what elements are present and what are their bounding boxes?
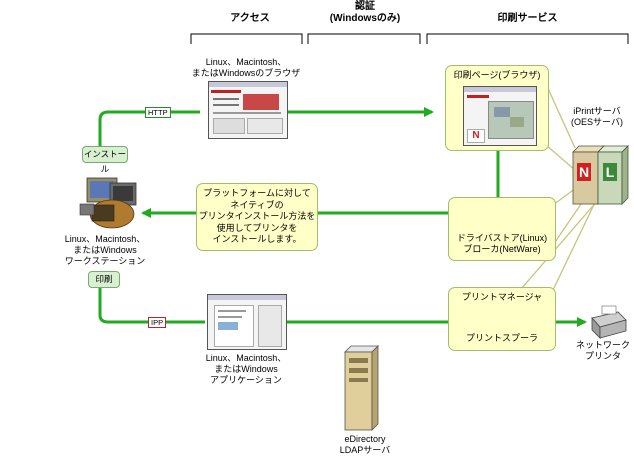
workstation-icon — [79, 177, 137, 229]
browser-screenshot — [208, 81, 288, 139]
instruction-box: プラットフォームに対して ネイティブの プリンタインストール方法を 使用してプリ… — [196, 183, 318, 251]
network-printer-icon — [591, 305, 627, 339]
instruction-text: プラットフォームに対して ネイティブの プリンタインストール方法を 使用してプリ… — [198, 188, 316, 244]
print-pill: 印刷 — [88, 271, 120, 288]
iprint-server-icon: N L — [572, 145, 629, 205]
print-manager-box: プリントマネージャ プリントスプーラ — [448, 287, 556, 351]
iprint-server-label: iPrintサーバ (OESサーバ) — [571, 106, 623, 127]
bracket-print-services — [426, 33, 629, 44]
svg-text:N: N — [579, 164, 589, 180]
print-manager-title: プリントマネージャ — [461, 292, 543, 302]
install-pill: インストール — [82, 146, 128, 174]
http-tag: HTTP — [145, 107, 171, 118]
bracket-access — [190, 33, 303, 44]
print-page-title: 印刷ページ(ブラウザ) — [453, 70, 541, 80]
svg-text:L: L — [606, 164, 615, 180]
driver-store-box: ドライバストア(Linux) ブローカ(NetWare) — [448, 197, 556, 261]
edirectory-label: eDirectory LDAPサーバ — [339, 434, 391, 455]
edirectory-server-icon — [344, 345, 379, 431]
print-spooler-label: プリントスプーラ — [465, 333, 538, 343]
header-auth-line1: 認証 — [355, 1, 375, 12]
print-page-box: 印刷ページ(ブラウザ) N — [445, 65, 549, 151]
driver-store-label: ドライバストア(Linux) ブローカ(NetWare) — [456, 233, 548, 254]
ipp-tag: IPP — [148, 317, 167, 328]
application-label: Linux、Macintosh、 またはWindows アプリケーション — [205, 353, 287, 385]
network-printer-label: ネットワーク プリンタ — [575, 340, 630, 361]
header-auth-line2: (Windowsのみ) — [329, 13, 401, 24]
bracket-auth — [307, 33, 421, 44]
ipp-flow-line — [98, 288, 205, 324]
http-flow-line — [98, 110, 200, 160]
header-print-services: 印刷サービス — [497, 13, 558, 24]
header-auth: 認証 (Windowsのみ) — [305, 1, 425, 25]
browser-label: Linux、Macintosh、 またはWindowsのブラウザ — [191, 57, 301, 78]
print-page-screenshot: N — [463, 86, 537, 146]
workstation-label: Linux、Macintosh、 またはWindows ワークステーション — [64, 234, 146, 266]
header-access: アクセス — [230, 13, 270, 24]
application-screenshot — [207, 294, 287, 350]
